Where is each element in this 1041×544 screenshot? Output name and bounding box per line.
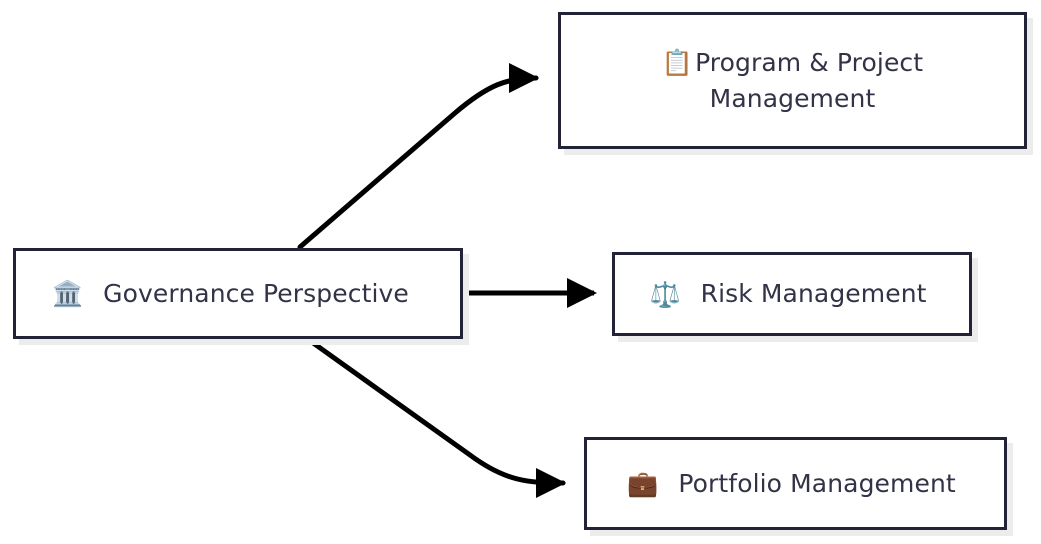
- node-governance-perspective[interactable]: 🏛️ Governance Perspective: [13, 248, 463, 339]
- node-governance-perspective-label: Governance Perspective: [103, 278, 409, 308]
- node-portfolio-management-label: Portfolio Management: [678, 468, 956, 498]
- node-risk-management[interactable]: ⚖️ Risk Management: [612, 252, 972, 336]
- edge-governance-to-portfolio: [306, 337, 566, 498]
- node-program-project-management-text: 📋Program & Project Management: [654, 45, 931, 116]
- classical-building-icon: 🏛️: [52, 279, 84, 308]
- node-program-project-management[interactable]: 📋Program & Project Management: [558, 12, 1027, 149]
- briefcase-icon: 💼: [627, 469, 659, 498]
- clipboard-icon: 📋: [661, 48, 694, 77]
- node-portfolio-management[interactable]: 💼 Portfolio Management: [584, 437, 1007, 530]
- node-risk-management-label: Risk Management: [700, 279, 927, 309]
- edge-governance-to-program: [297, 63, 539, 250]
- balance-scale-icon: ⚖️: [649, 279, 681, 309]
- node-program-project-management-label: Program & Project Management: [695, 48, 924, 113]
